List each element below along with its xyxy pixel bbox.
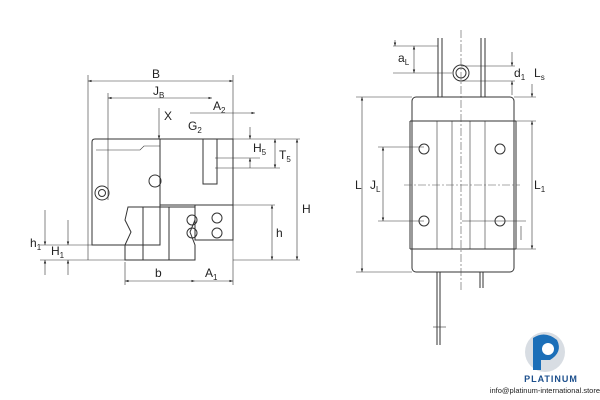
ball (186, 214, 198, 226)
ball (211, 227, 223, 239)
top-dimension-lines (356, 40, 536, 273)
mounting-hole (418, 143, 430, 155)
lube-nipple (94, 185, 110, 201)
label-G2: G2 (188, 119, 202, 135)
label-X: X (164, 109, 172, 123)
thread-hole-g2 (202, 138, 218, 185)
label-h: h (276, 226, 283, 240)
label-d1: d1 (514, 66, 526, 82)
label-B: B (152, 67, 160, 81)
label-h1: h1 (30, 236, 42, 252)
label-T5: T5 (279, 148, 291, 164)
label-aL: aL (398, 51, 410, 67)
label-JB: JB (153, 84, 164, 100)
label-JL: JL (370, 178, 381, 194)
brand-url: info@platinum-international.store (489, 386, 600, 395)
label-A2: A2 (213, 99, 226, 115)
brand-name: PLATINUM (524, 374, 578, 384)
mounting-hole (494, 143, 506, 155)
label-b: b (155, 266, 162, 280)
label-H: H (302, 202, 311, 216)
label-Ls: Ls (534, 66, 545, 82)
front-view: B JB A2 X G2 H5 T5 H h h1 H1 b A1 (30, 67, 311, 285)
label-A1: A1 (205, 266, 218, 282)
top-view: aL d1 Ls L JL L1 (355, 30, 546, 345)
carriage-top (411, 96, 515, 273)
label-H5: H5 (253, 141, 267, 157)
lube-nipple-inner (98, 189, 106, 197)
carriage-body-left (91, 138, 161, 246)
side-plug (148, 174, 162, 188)
rail-bottom (433, 272, 484, 345)
platinum-logo (525, 332, 565, 372)
carriage-seal-outline (96, 145, 160, 151)
label-L: L (355, 178, 362, 192)
ball (211, 212, 223, 224)
ball (186, 227, 198, 239)
rail-top (437, 38, 486, 97)
label-L1: L1 (534, 178, 546, 194)
rail-bore (142, 206, 170, 261)
front-dimension-lines (40, 75, 300, 285)
carriage-section-upper (159, 138, 234, 206)
label-H1: H1 (51, 244, 65, 260)
